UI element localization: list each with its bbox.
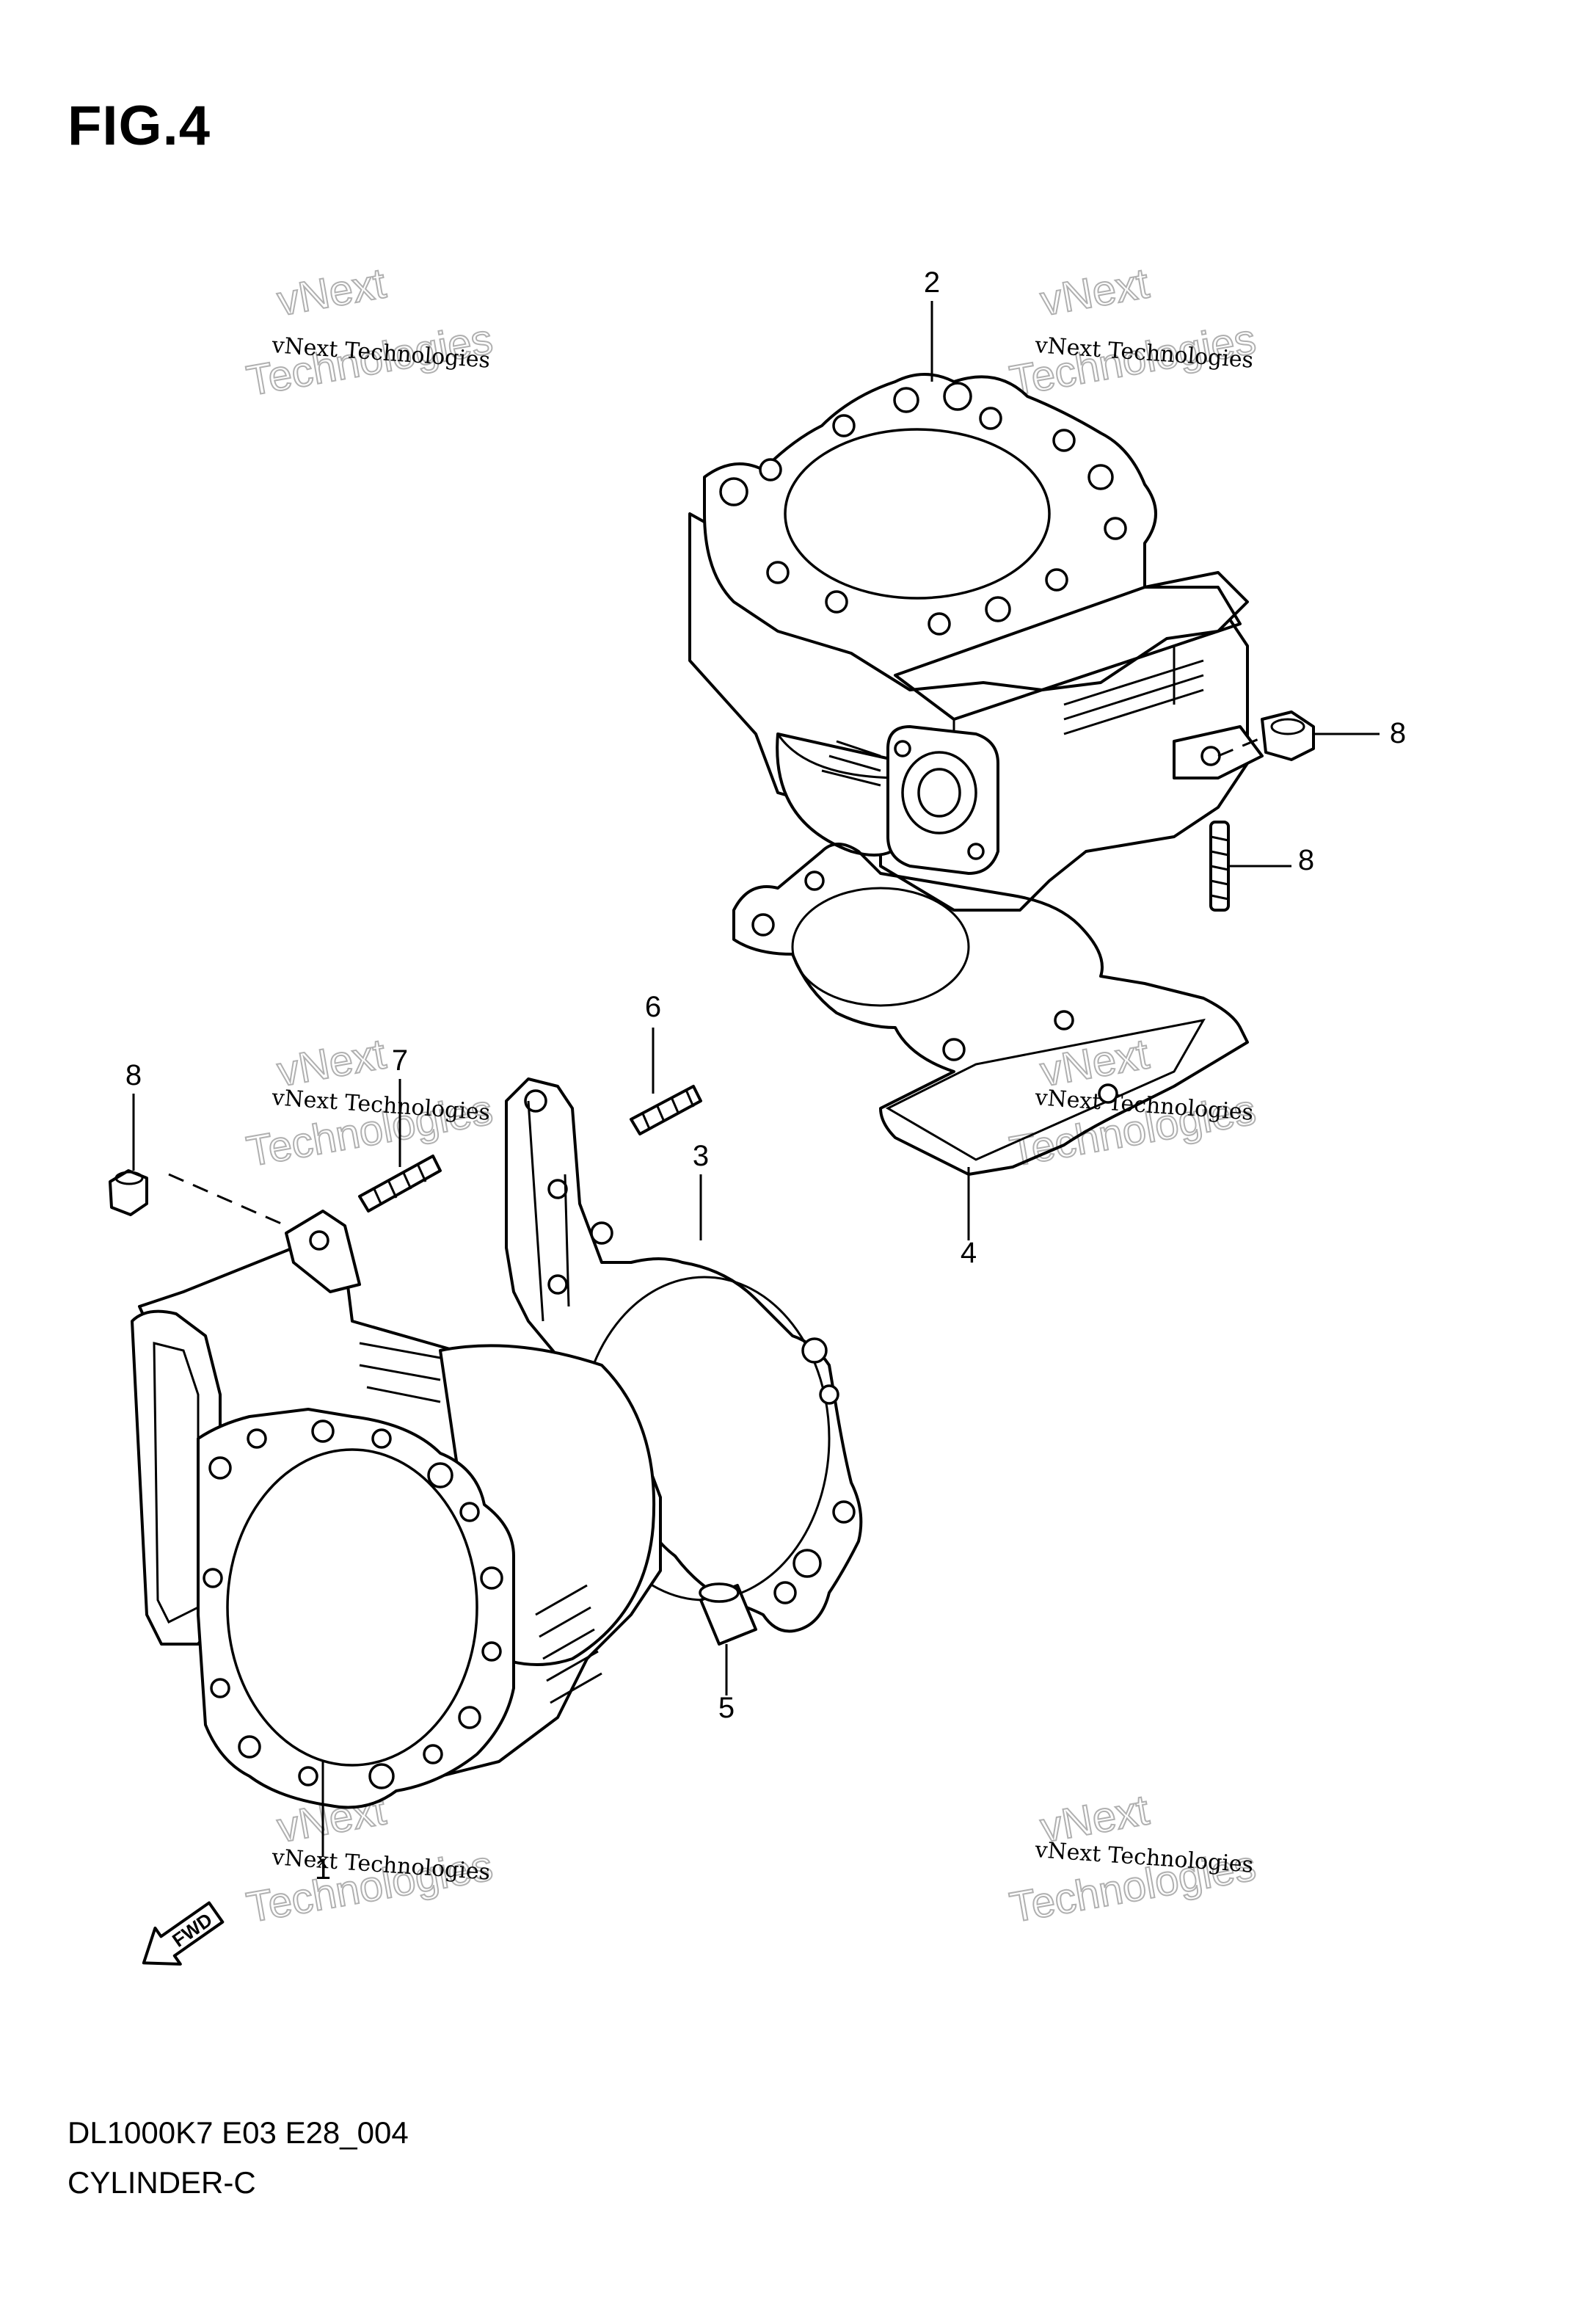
part-2-rear-cylinder xyxy=(688,373,1264,912)
callout-5: 5 xyxy=(718,1692,735,1724)
part-3-cylinder-gasket-front xyxy=(505,1077,863,1633)
svg-text:vNext: vNext xyxy=(274,259,389,325)
callout-8-left: 8 xyxy=(125,1059,142,1091)
part-8-nut-left xyxy=(109,1169,287,1227)
fwd-arrow-icon: FWD xyxy=(142,1901,225,1966)
part-4-base-gasket-rear xyxy=(732,843,1249,1176)
part-8-nut-right xyxy=(1217,710,1315,761)
part-5-dowel-pin xyxy=(699,1582,757,1646)
callout-1: 1 xyxy=(315,1853,331,1886)
svg-text:vNext: vNext xyxy=(1037,259,1152,325)
part-7-stud-right xyxy=(1209,821,1230,912)
callout-7-right: 8 xyxy=(1298,844,1314,876)
part-1-front-cylinder xyxy=(131,1210,662,1809)
watermark-top-left: vNext Technologies xyxy=(242,258,497,406)
callout-3: 3 xyxy=(693,1140,709,1172)
callout-4: 4 xyxy=(961,1237,977,1269)
section-name: CYLINDER-C xyxy=(68,2165,256,2200)
watermark-top-right: vNext Technologies xyxy=(1005,258,1260,406)
part-7-stud-left xyxy=(358,1155,442,1213)
leader-lines xyxy=(132,301,1380,1857)
callout-6: 6 xyxy=(645,991,661,1023)
model-code: DL1000K7 E03 E28_004 xyxy=(68,2115,409,2150)
figure-title: FIG.4 xyxy=(68,95,211,157)
callout-2: 2 xyxy=(924,266,940,299)
callout-7-left: 7 xyxy=(392,1044,408,1077)
callout-8-right: 8 xyxy=(1390,717,1406,749)
part-6-stud xyxy=(630,1085,702,1135)
